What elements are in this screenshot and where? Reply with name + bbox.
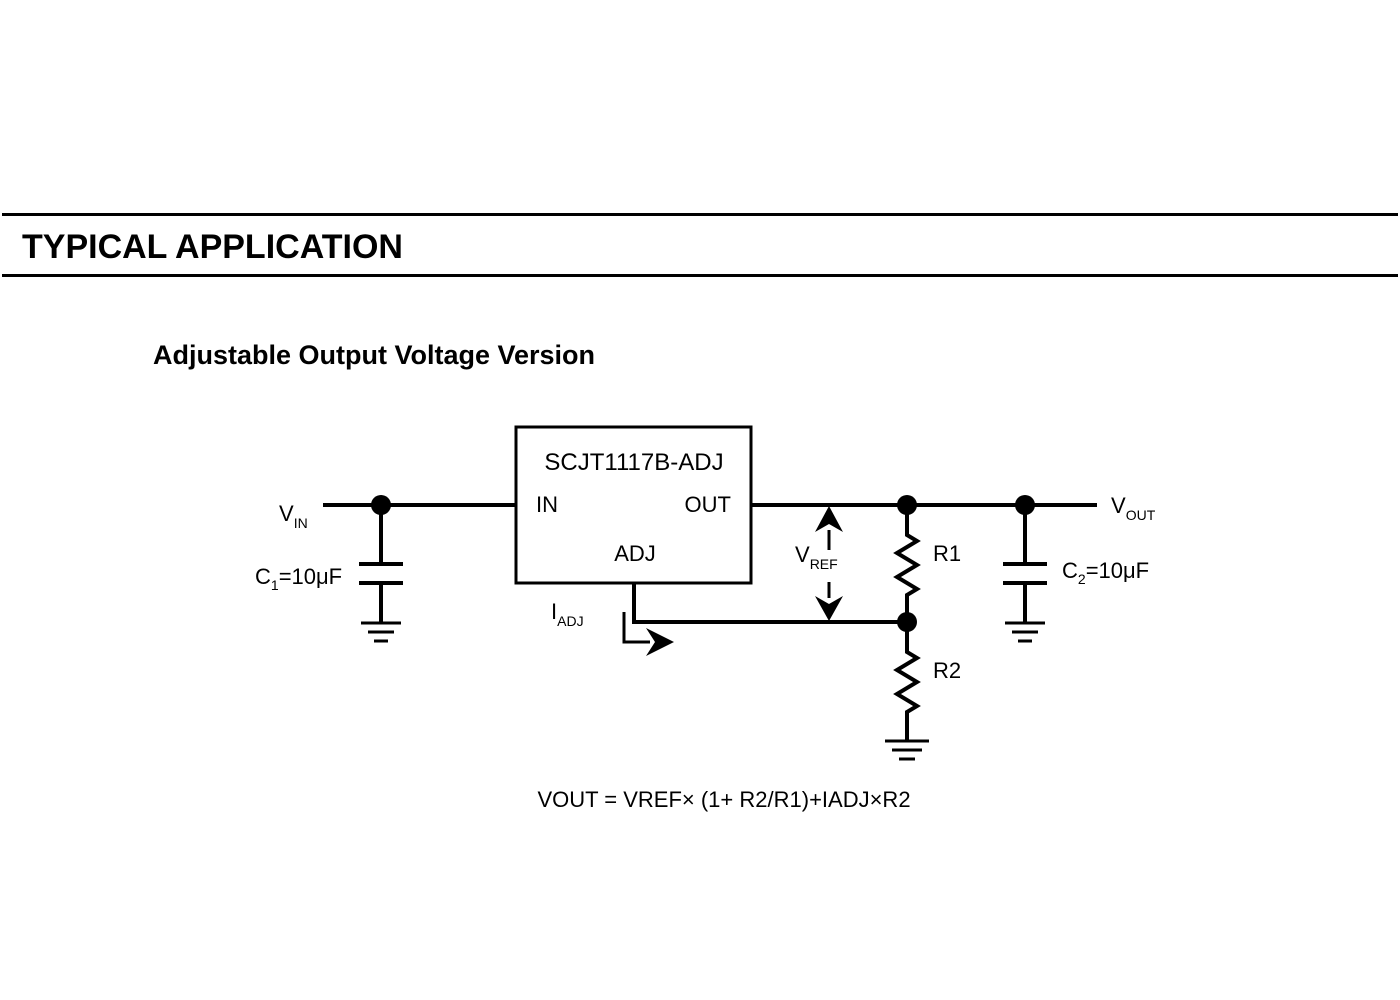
ic-part-number: SCJT1117B-ADJ [544,449,723,476]
r1-label: R1 [933,541,961,566]
section-title: TYPICAL APPLICATION [22,228,403,266]
ic-pin-adj-label: ADJ [614,541,656,566]
c1-label: C1=10μF [255,564,342,593]
top-divider [2,213,1398,216]
c1-ground-icon [361,621,401,643]
vref-label: VREF [795,542,838,572]
bottom-divider [2,274,1398,277]
ic-pin-in-label: IN [536,492,558,517]
resistor-r2 [893,622,921,740]
vref-arrow-icon [815,506,843,621]
c2-label: C2=10μF [1062,558,1149,587]
iadj-current-arrow-icon [622,612,674,656]
iadj-label: IADJ [551,599,584,629]
vout-label: VOUT [1111,493,1156,523]
c2-ground-icon [1005,621,1045,643]
vin-label: VIN [279,501,308,531]
diagram-subtitle: Adjustable Output Voltage Version [153,340,596,370]
r2-label: R2 [933,658,961,683]
ic-pin-out-label: OUT [685,492,731,517]
resistor-r1 [893,505,921,622]
r2-ground-icon [885,739,929,761]
adj-wire [632,583,907,624]
output-voltage-formula: VOUT = VREF× (1+ R2/R1)+IADJ×R2 [537,787,910,812]
